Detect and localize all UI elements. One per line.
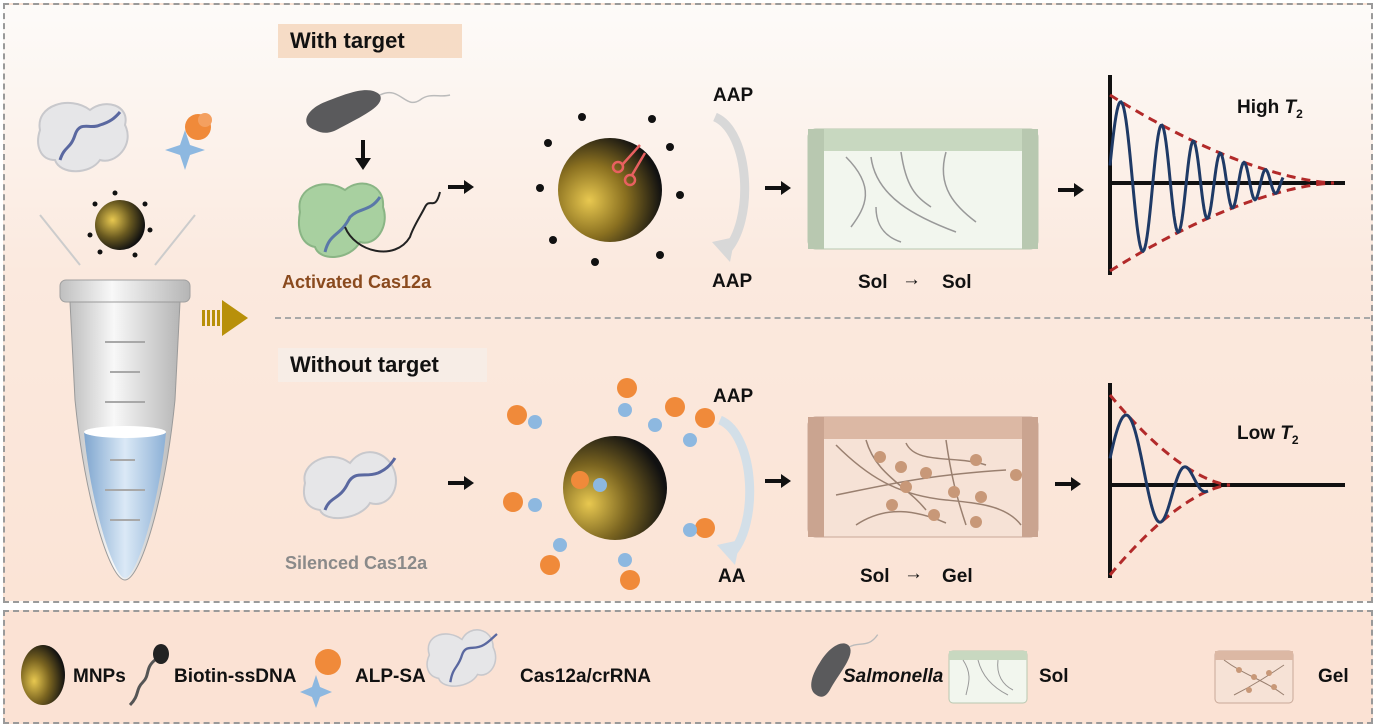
alp-sa-icon (300, 649, 341, 708)
legend-label: Salmonella (843, 666, 944, 687)
eppendorf-tube-icon (59, 279, 191, 581)
signal-curve (1108, 100, 1285, 254)
without-target-label: Without target (278, 348, 487, 382)
mnp-icon (21, 645, 65, 705)
right-arrow-icon (765, 181, 791, 195)
right-arrow-icon (1055, 477, 1081, 491)
substrate-top-with-target: AAP (713, 85, 754, 106)
activated-cas12a-label: Activated Cas12a (282, 272, 432, 292)
panel-divider (275, 317, 1370, 319)
state-to-without-target: Gel (942, 566, 973, 587)
substrate-bottom-without-target: AA (718, 566, 746, 587)
silenced-cas12a-icon (302, 451, 397, 520)
legend-label: Sol (1039, 666, 1069, 687)
conversion-arrow-icon (717, 415, 755, 565)
legend-label: Biotin-ssDNA (174, 666, 297, 687)
state-from-without-target: Sol (860, 566, 890, 587)
t2-symbol: T (1284, 97, 1297, 118)
right-arrow-icon (448, 476, 474, 490)
with-target-label: With target (278, 24, 462, 58)
substrate-top-without-target: AAP (713, 386, 754, 407)
sol-box-icon (807, 128, 1039, 250)
mnp-icon (87, 190, 153, 258)
high-t2-decay-chart (1108, 75, 1345, 275)
gel-box-icon (807, 416, 1039, 538)
salmonella-icon (811, 634, 879, 697)
legend-label: ALP-SA (355, 666, 426, 687)
t2-subscript: 2 (1291, 432, 1299, 447)
flow-arrow-icon (202, 300, 248, 336)
state-arrow-without-target: → (904, 563, 923, 584)
alp-loaded-mnp-icon (503, 378, 715, 590)
state-to-with-target: Sol (942, 272, 972, 293)
cas12a-crrna-icon (37, 101, 129, 173)
legend-label: Gel (1318, 666, 1349, 687)
t2-subscript: 2 (1296, 106, 1303, 121)
cas12a-crrna-icon (426, 629, 498, 687)
high-t2-label: High T2 (1237, 97, 1303, 121)
legend (3, 610, 1373, 724)
conversion-arrow-icon (712, 112, 750, 262)
lower-envelope (1108, 483, 1231, 576)
biotin-ssdna-icon (128, 644, 169, 707)
signal-curve (1108, 413, 1209, 524)
legend-label: Cas12a/crRNA (520, 666, 651, 687)
funnel-lines (39, 214, 196, 266)
silenced-cas12a-label: Silenced Cas12a (285, 553, 428, 573)
legend-label: MNPs (73, 666, 126, 687)
lower-envelope (1109, 181, 1335, 273)
salmonella-icon (306, 90, 451, 133)
diagram-frame (3, 3, 1373, 603)
right-arrow-icon (765, 474, 791, 488)
sol-icon (948, 650, 1028, 704)
state-from-with-target: Sol (858, 272, 888, 293)
upper-envelope (1108, 394, 1231, 487)
t2-symbol: T (1280, 423, 1292, 444)
low-t2-label: Low T2 (1237, 423, 1299, 447)
state-arrow-with-target: → (902, 269, 921, 290)
signal-label: High (1237, 97, 1280, 118)
cleaved-mnp-icon (536, 113, 684, 266)
alp-sa-icon (165, 113, 212, 170)
right-arrow-icon (448, 180, 474, 194)
gel-icon (1214, 650, 1294, 704)
activated-cas12a-icon (297, 182, 441, 259)
low-t2-decay-chart (1108, 383, 1345, 578)
substrate-bottom-with-target: AAP (712, 271, 753, 292)
signal-label: Low (1237, 423, 1275, 444)
down-arrow-icon (355, 140, 371, 170)
right-arrow-icon (1058, 183, 1084, 197)
